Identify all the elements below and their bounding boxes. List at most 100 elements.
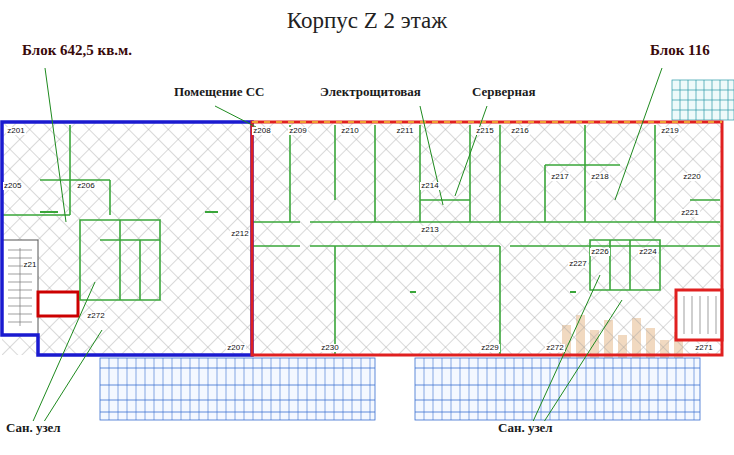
terrace-grid-line [424, 358, 425, 420]
terrace-grid-line [190, 358, 191, 420]
room-number: z215 [475, 127, 494, 136]
block-outline [252, 121, 722, 123]
terrace-grid-line [217, 358, 218, 420]
terrace-grid-line [622, 358, 623, 420]
room-number: z205 [3, 182, 22, 191]
terrace-grid-line [568, 358, 569, 420]
terrace-grid-line [577, 358, 578, 420]
terrace-grid-line [559, 358, 560, 420]
wall-marks [40, 212, 576, 292]
terrace-grid-line [181, 358, 182, 420]
terrace-grid-line [244, 358, 245, 420]
floor-area [2, 122, 722, 355]
terrace-grid-line [514, 358, 515, 420]
terrace-grid-line [289, 358, 290, 420]
terrace-grid-line [613, 358, 614, 420]
terrace-grid-line [685, 358, 686, 420]
terrace-grid-line [298, 358, 299, 420]
terrace-grid-line [595, 358, 596, 420]
terrace-grid-line [523, 358, 524, 420]
terrace-grid-line [352, 358, 353, 420]
terrace-grid-line [253, 358, 254, 420]
terrace-grid-line [469, 358, 470, 420]
terrace-grid-line [370, 358, 371, 420]
terrace-grid-line [667, 358, 668, 420]
room-number: z209 [288, 127, 307, 136]
terrace-grid-line [343, 358, 344, 420]
terrace-grid-line [541, 358, 542, 420]
room-number: z213 [420, 226, 439, 235]
terrace-grid-line [280, 358, 281, 420]
room-number: z208 [252, 127, 271, 136]
stair [676, 290, 722, 340]
terrace-grid-line [199, 358, 200, 420]
terrace-grid-line [640, 358, 641, 420]
terrace-grid [109, 358, 694, 420]
room-number: z219 [660, 127, 679, 136]
callout-label: Электрощитовая [318, 85, 423, 99]
room-number: z21 [23, 261, 38, 270]
room-number: z214 [420, 182, 439, 191]
terrace-grid-line [307, 358, 308, 420]
terrace-grid-line [604, 358, 605, 420]
room-number: z221 [680, 209, 699, 218]
terrace-grid-line [235, 358, 236, 420]
terrace-grid-line [136, 358, 137, 420]
stair [2, 240, 78, 335]
terrace-grid-line [334, 358, 335, 420]
terrace-grid-line [550, 358, 551, 420]
terrace-grid-line [226, 358, 227, 420]
terrace [100, 358, 700, 420]
block-label: Блок 642,5 кв.м. [20, 42, 134, 59]
block-outline [252, 122, 722, 355]
room-number: z210 [340, 127, 359, 136]
terrace-grid-line [451, 358, 452, 420]
terrace-grid-line [145, 358, 146, 420]
room-number: z224 [638, 248, 657, 257]
terrace-grid-line [442, 358, 443, 420]
room-number: z217 [550, 173, 569, 182]
room-number: z229 [480, 344, 499, 353]
terrace-grid-line [325, 358, 326, 420]
terrace-grid-line [118, 358, 119, 420]
terrace-grid-line [361, 358, 362, 420]
room-number: z227 [568, 260, 587, 269]
terrace-grid-line [433, 358, 434, 420]
terrace-grid-line [631, 358, 632, 420]
room-number: z201 [6, 127, 25, 136]
terrace-grid-line [109, 358, 110, 420]
terrace-grid-line [172, 358, 173, 420]
room-number: z207 [226, 344, 245, 353]
room-number: z216 [510, 127, 529, 136]
room-number: z230 [320, 344, 339, 353]
block-label: Блок 116 [648, 42, 712, 59]
terrace-grid-line [649, 358, 650, 420]
room-number: z218 [590, 173, 609, 182]
terrace-grid-line [487, 358, 488, 420]
room-number: z272 [545, 344, 564, 353]
room-number: z212 [230, 230, 249, 239]
callout-label: Серверная [470, 85, 538, 99]
terrace-grid-line [586, 358, 587, 420]
terrace-grid-line [127, 358, 128, 420]
terrace-grid-line [496, 358, 497, 420]
terrace-grid-line [271, 358, 272, 420]
callout-label: Помещение СС [172, 85, 267, 99]
room-number: z272 [86, 312, 105, 321]
room-number: z226 [590, 248, 609, 257]
title: Корпус Z 2 этаж [287, 8, 447, 33]
room-number: z206 [76, 182, 95, 191]
terrace-grid-line [316, 358, 317, 420]
canopy [672, 80, 734, 120]
terrace-grid-line [154, 358, 155, 420]
interior-wall [2, 125, 720, 355]
block-outline [2, 122, 252, 355]
leader-line [30, 68, 662, 428]
callout-label: Сан. узел [496, 421, 555, 435]
terrace-grid-line [658, 358, 659, 420]
room-number: z271 [694, 344, 713, 353]
terrace-grid-line [460, 358, 461, 420]
terrace-grid-line [505, 358, 506, 420]
